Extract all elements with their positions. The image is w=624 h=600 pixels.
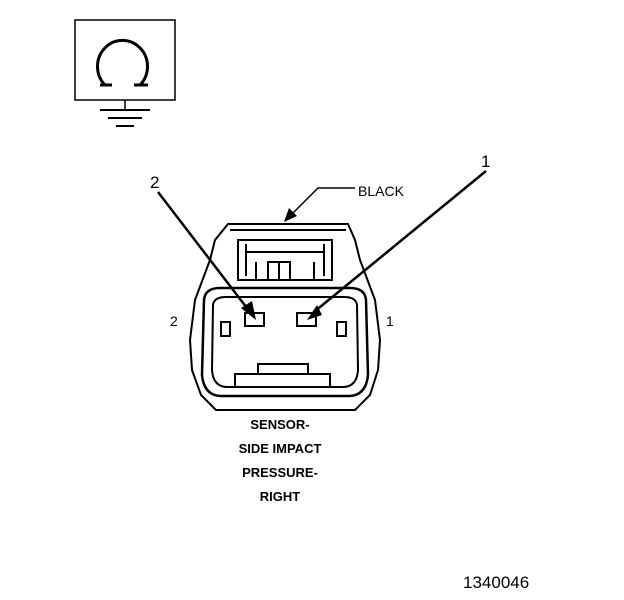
figure-id: 1340046: [463, 573, 530, 592]
callout-label-2: 2: [150, 173, 160, 192]
caption-line-3: PRESSURE-: [242, 465, 318, 480]
terminal-1: [296, 312, 317, 327]
connector-color-label: BLACK: [358, 183, 404, 199]
caption-line-2: SIDE IMPACT: [238, 441, 322, 456]
callout-arrow-color: [284, 187, 355, 222]
caption-line-4: RIGHT: [259, 489, 301, 504]
connector-body: [188, 223, 382, 411]
ohmmeter-ground-icon: [74, 19, 176, 127]
caption-line-1: SENSOR-: [250, 417, 310, 432]
pin-label-left: 2: [170, 313, 178, 329]
pin-label-right: 1: [386, 313, 394, 329]
callout-label-1: 1: [481, 152, 491, 171]
callout-arrow-2: [157, 191, 256, 320]
callout-arrow-1: [307, 170, 487, 320]
